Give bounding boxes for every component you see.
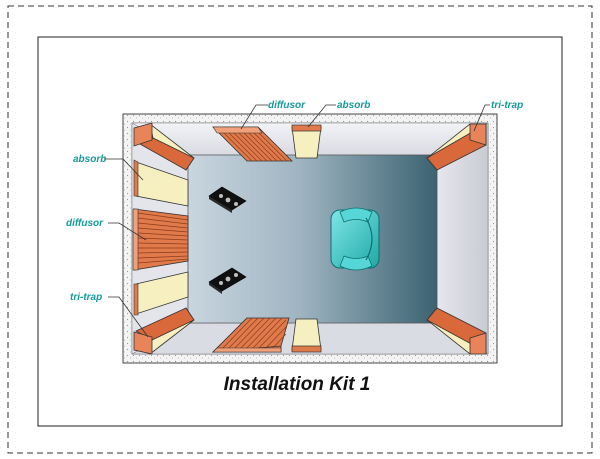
inner-frame: [37, 36, 563, 427]
diagram-title: Installation Kit 1: [224, 374, 371, 395]
label-tri-trap-top-right: tri-trap: [491, 100, 523, 111]
absorb-panel-left-upper: [133, 159, 189, 207]
tri-trap-top-right: [426, 123, 488, 171]
absorb-panel-left-lower: [133, 271, 189, 316]
leader-lines: [104, 104, 490, 338]
label-diffusor-top: diffusor: [268, 100, 306, 111]
absorb-panel-top: [291, 124, 322, 159]
label-absorb-top: absorb: [337, 100, 370, 111]
speaker-icon: [208, 186, 247, 213]
label-absorb-left: absorb: [73, 154, 106, 165]
listening-chair-icon: [330, 207, 380, 271]
speaker-icon: [208, 267, 247, 294]
label-tri-trap-left: tri-trap: [70, 292, 102, 303]
room-floor: [187, 154, 438, 324]
outer-dashed-border: [7, 5, 593, 454]
diffusor-panel-top: [212, 126, 293, 162]
diffusor-panel-left: [132, 208, 189, 271]
absorb-panel-bottom: [291, 318, 322, 353]
tri-trap-top-left: [133, 122, 195, 171]
tri-trap-bottom-right: [426, 307, 487, 355]
diffusor-panel-bottom: [211, 317, 290, 353]
tri-trap-bottom-left: [133, 307, 195, 355]
label-diffusor-left: diffusor: [66, 218, 104, 229]
